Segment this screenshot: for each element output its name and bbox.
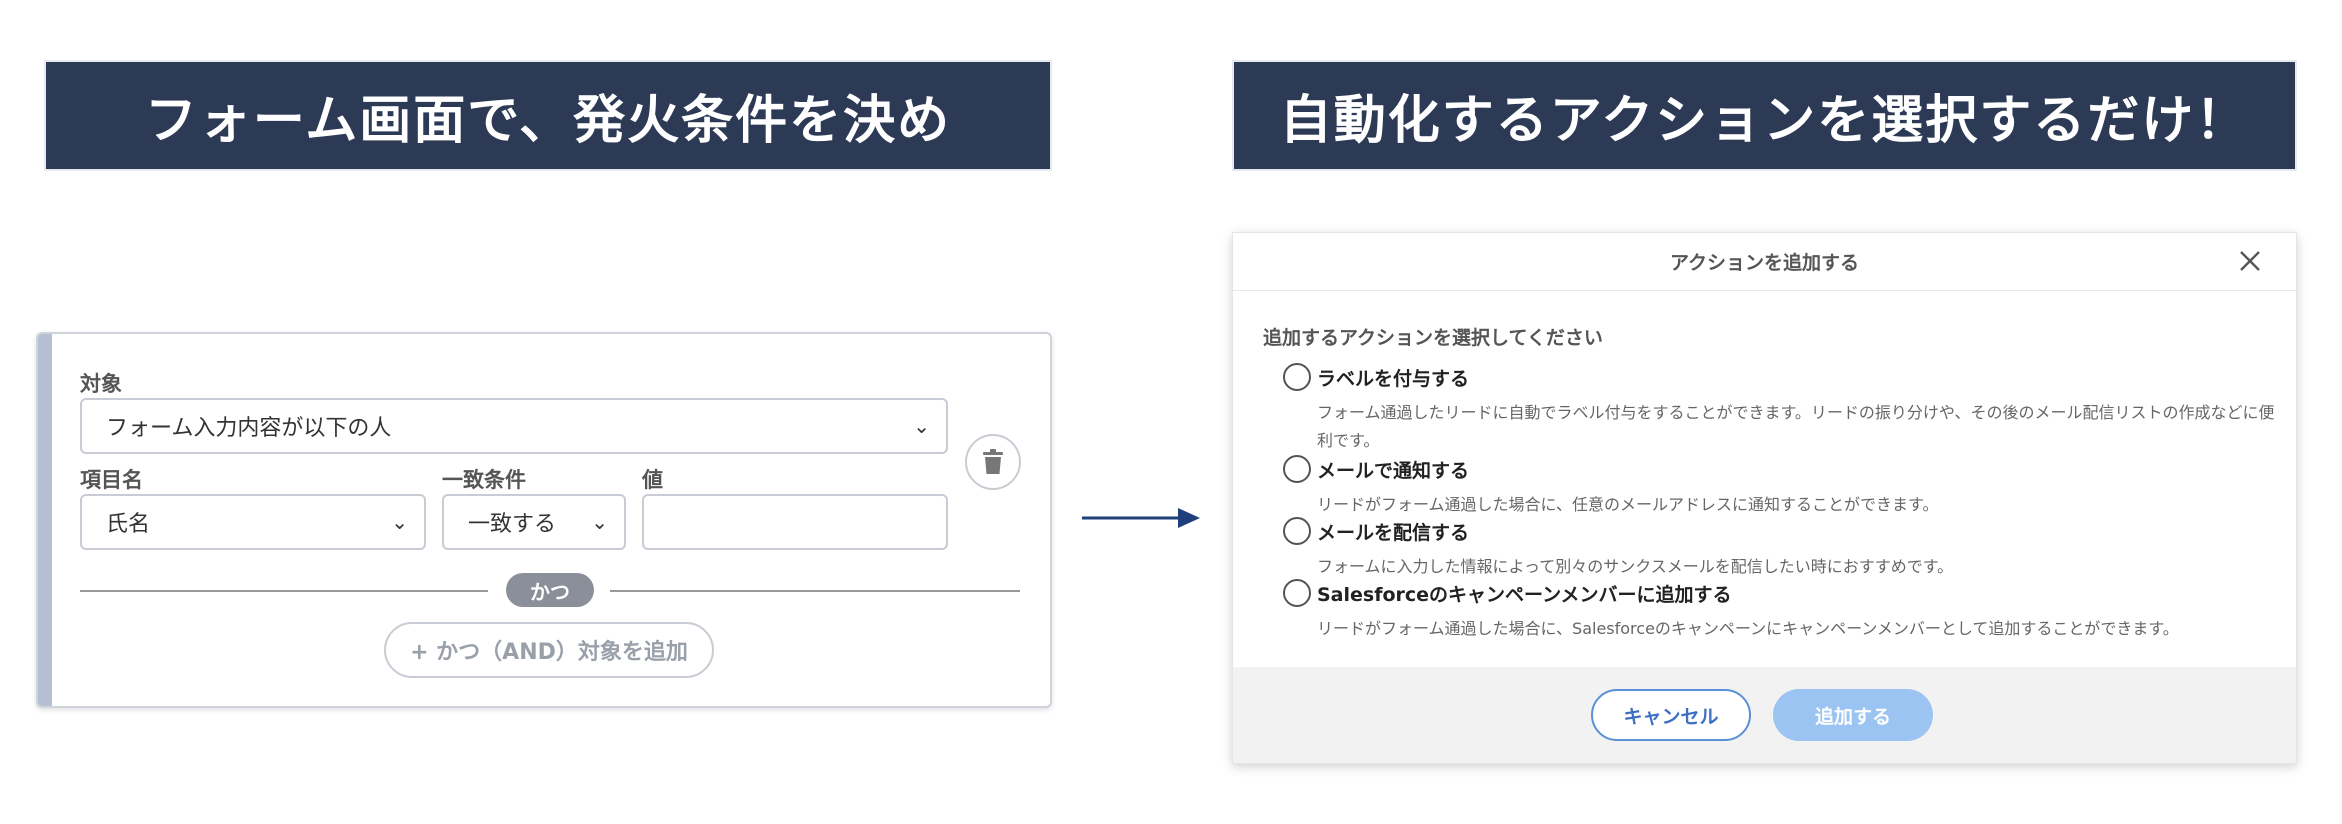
option-title: Salesforceのキャンペーンメンバーに追加する — [1317, 584, 1732, 606]
field-select-value: 氏名 — [106, 512, 151, 537]
chevron-down-icon: ⌄ — [591, 510, 608, 534]
value-label: 値 — [642, 468, 663, 492]
banner-right: 自動化するアクションを選択するだけ！ — [1232, 60, 2297, 171]
radio-button[interactable] — [1283, 363, 1311, 391]
field-label: 項目名 — [80, 468, 143, 492]
option-description: フォームに入力した情報によって別々のサンクスメールを配信したい時におすすめです。 — [1317, 557, 1954, 576]
option-title: メールで通知する — [1317, 460, 1470, 482]
radio-button[interactable] — [1283, 517, 1311, 545]
banner-left: フォーム画面で、発火条件を決め — [44, 60, 1052, 171]
divider-left — [80, 590, 488, 592]
condition-accent-bar — [38, 334, 52, 706]
option-description: リードがフォーム通過した場合に、Salesforceのキャンペーンにキャンペーン… — [1317, 619, 2179, 638]
option-description: リードがフォーム通過した場合に、任意のメールアドレスに通知することができます。 — [1317, 495, 1939, 514]
add-action-modal: アクションを追加する 追加するアクションを選択してください ラベルを付与する フ… — [1232, 232, 2297, 764]
match-label: 一致条件 — [442, 468, 526, 492]
target-label: 対象 — [80, 372, 122, 396]
field-select[interactable]: 氏名 ⌄ — [80, 494, 426, 550]
add-and-condition-button[interactable]: + かつ（AND）対象を追加 — [384, 622, 714, 678]
and-badge: かつ — [506, 573, 594, 607]
condition-panel: 対象 フォーム入力内容が以下の人 ⌄ 項目名 一致条件 値 氏名 ⌄ 一致する … — [36, 332, 1052, 708]
target-select-value: フォーム入力内容が以下の人 — [106, 416, 392, 441]
radio-button[interactable] — [1283, 455, 1311, 483]
match-select-value: 一致する — [468, 512, 557, 537]
match-select[interactable]: 一致する ⌄ — [442, 494, 626, 550]
modal-title: アクションを追加する — [1669, 252, 1860, 274]
arrow-right-icon — [1082, 508, 1200, 528]
option-title: ラベルを付与する — [1317, 368, 1470, 390]
chevron-down-icon: ⌄ — [913, 414, 930, 438]
target-select[interactable]: フォーム入力内容が以下の人 ⌄ — [80, 398, 948, 454]
add-action-button[interactable]: 追加する — [1773, 689, 1933, 741]
modal-header: アクションを追加する — [1233, 233, 2296, 291]
modal-prompt: 追加するアクションを選択してください — [1263, 327, 1603, 349]
cancel-button[interactable]: キャンセル — [1591, 689, 1751, 741]
chevron-down-icon: ⌄ — [391, 510, 408, 534]
value-input[interactable] — [642, 494, 948, 550]
option-title: メールを配信する — [1317, 522, 1470, 544]
trash-icon — [983, 449, 1003, 474]
option-description: フォーム通過したリードに自動でラベル付与をすることができます。リードの振り分けや… — [1317, 403, 2275, 450]
radio-button[interactable] — [1283, 579, 1311, 607]
divider-right — [610, 590, 1020, 592]
modal-footer: キャンセル 追加する — [1233, 667, 2296, 763]
close-icon[interactable] — [2238, 249, 2262, 273]
delete-condition-button[interactable] — [965, 434, 1021, 490]
